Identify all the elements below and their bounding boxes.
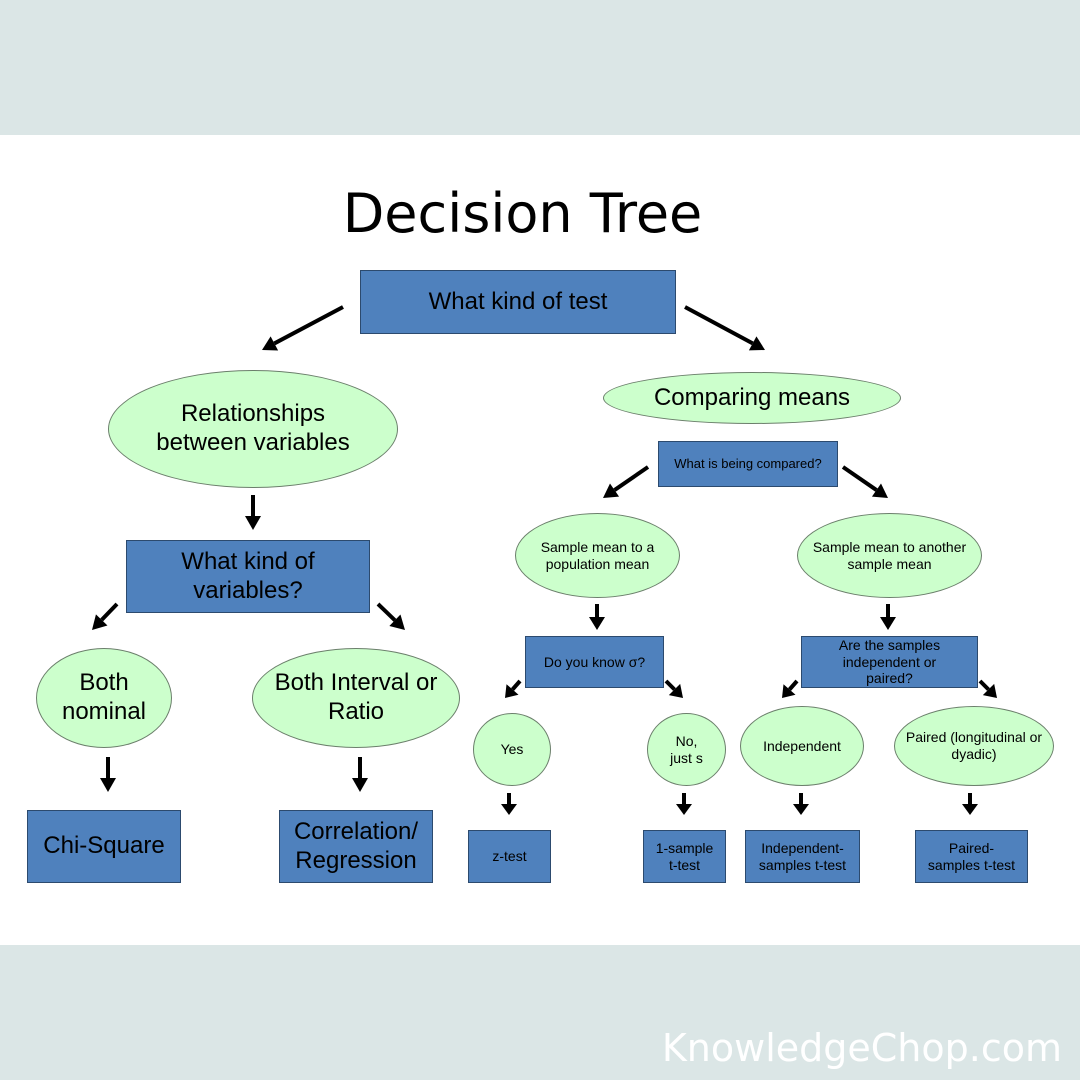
node-one-sample: 1-sample t-test [643, 830, 726, 883]
watermark: KnowledgeChop.com [661, 1026, 1062, 1070]
node-chi-square: Chi-Square [27, 810, 181, 883]
node-both-nominal: Both nominal [36, 648, 172, 748]
node-yes: Yes [473, 713, 551, 786]
arrow-icon [100, 757, 116, 792]
arrow-icon [676, 793, 692, 815]
node-correlation: Correlation/ Regression [279, 810, 433, 883]
node-comparing-means: Comparing means [603, 372, 901, 424]
arrow-icon [376, 602, 405, 630]
node-sample-to-population: Sample mean to a population mean [515, 513, 680, 598]
diagram-title: Decision Tree [342, 182, 703, 245]
node-independent-or-paired: Are the samples independent or paired? [801, 636, 978, 688]
arrow-icon [664, 679, 683, 698]
node-paired-samples: Paired-samples t-test [915, 830, 1028, 883]
arrow-icon [352, 757, 368, 792]
arrow-icon [978, 679, 997, 698]
arrow-icon [245, 495, 261, 530]
node-know-sigma: Do you know σ? [525, 636, 664, 688]
arrow-icon [841, 465, 888, 498]
node-sample-to-sample: Sample mean to another sample mean [797, 513, 982, 598]
node-independent-samples: Independent-samples t-test [745, 830, 860, 883]
arrow-icon [603, 465, 650, 498]
arrow-icon [782, 679, 799, 698]
arrow-icon [92, 602, 119, 630]
top-band [0, 0, 1080, 135]
arrow-icon [505, 679, 522, 698]
node-no-just-s: No, just s [647, 713, 726, 786]
node-both-interval: Both Interval or Ratio [252, 648, 460, 748]
arrow-icon [684, 305, 765, 351]
arrow-icon [793, 793, 809, 815]
node-paired: Paired (longitudinal or dyadic) [894, 706, 1054, 786]
arrow-icon [589, 604, 605, 630]
arrow-icon [501, 793, 517, 815]
arrow-icon [880, 604, 896, 630]
node-z-test: z-test [468, 830, 551, 883]
bottom-band [0, 945, 1080, 1080]
node-root: What kind of test [360, 270, 676, 334]
node-relationships: Relationships between variables [108, 370, 398, 488]
arrow-icon [962, 793, 978, 815]
node-what-kind-variables: What kind of variables? [126, 540, 370, 613]
node-independent: Independent [740, 706, 864, 786]
arrow-icon [262, 305, 344, 351]
node-what-compared: What is being compared? [658, 441, 838, 487]
